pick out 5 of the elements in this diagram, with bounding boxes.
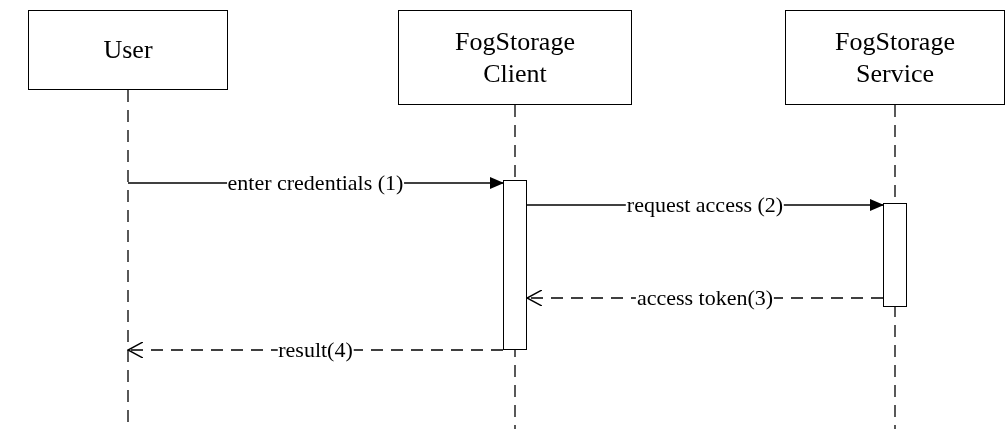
participant-box: FogStorage Client xyxy=(398,10,632,105)
activation-bar xyxy=(503,180,527,350)
participant-box: FogStorage Service xyxy=(785,10,1005,105)
participant-box: User xyxy=(28,10,228,90)
activation-bar xyxy=(883,203,907,307)
